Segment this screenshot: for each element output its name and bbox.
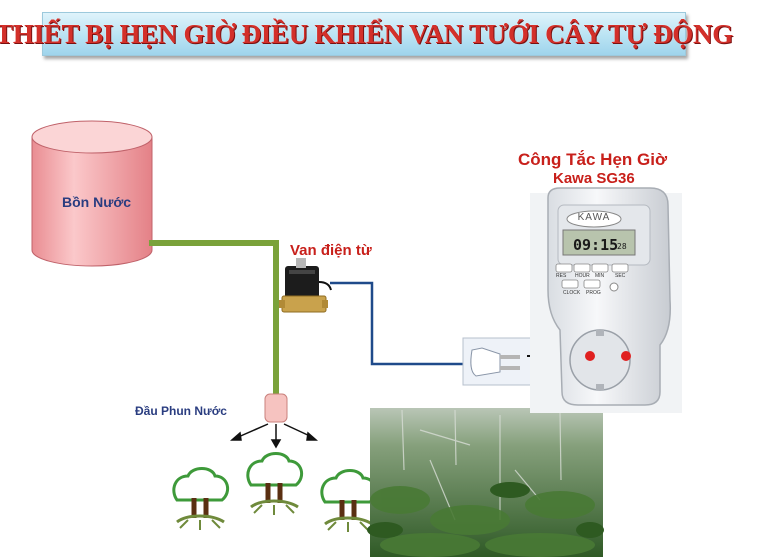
button-label: PROG (586, 290, 601, 296)
button-label: CLOCK (563, 290, 581, 296)
plant-icon (246, 452, 304, 515)
tank-label: Bồn Nước (62, 194, 132, 210)
button-label: MIN (595, 273, 605, 279)
plant-icon (172, 467, 230, 530)
control-wire (330, 281, 465, 366)
solenoid-valve-icon (279, 258, 332, 313)
button-label: HOUR (575, 273, 590, 279)
page-title: THIẾT BỊ HẸN GIỜ ĐIỀU KHIỂN VAN TƯỚI CÂY… (0, 18, 733, 49)
lcd-seconds: 28 (617, 242, 627, 251)
sprinkler-head-icon (264, 393, 288, 423)
button-label: RES (556, 273, 567, 279)
plant-icon (320, 469, 378, 532)
valve-label: Van điện từ (290, 242, 372, 259)
title-banner: THIẾT BỊ HẸN GIỜ ĐIỀU KHIỂN VAN TƯỚI CÂY… (0, 12, 733, 56)
lcd-time: 09:15 (573, 236, 619, 254)
device-brand: KAWA (577, 212, 611, 223)
timer-socket-icon (530, 187, 682, 413)
water-pipe (149, 240, 279, 401)
model-label: Kawa SG36 (553, 170, 635, 187)
spray-arrows (230, 423, 318, 449)
nozzle-label: Đầu Phun Nước (135, 404, 227, 418)
button-label: SEC (615, 273, 626, 279)
pipe-text: UNIVALVE (265, 252, 272, 290)
timer-label: Công Tắc Hẹn Giờ (518, 150, 668, 169)
water-tank-icon (31, 120, 153, 267)
field-photo (367, 408, 604, 557)
plug-icon (462, 337, 534, 386)
